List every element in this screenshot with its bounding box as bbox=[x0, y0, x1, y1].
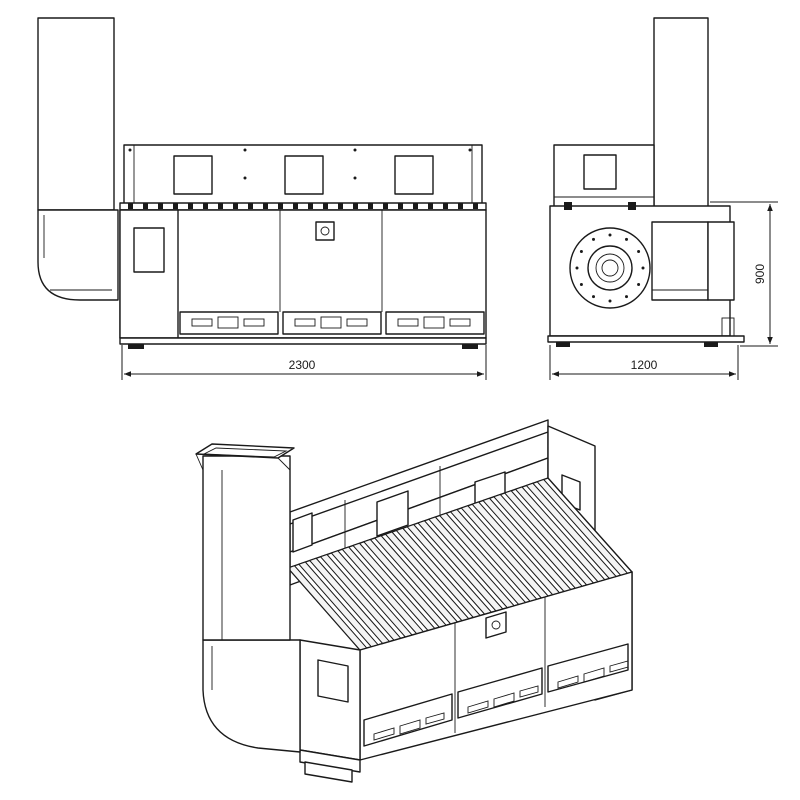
drawer-handle bbox=[397, 318, 419, 327]
front-window-2 bbox=[284, 155, 324, 195]
front-window-1 bbox=[173, 155, 213, 195]
fan-bolt bbox=[625, 295, 628, 299]
fan-bolt bbox=[608, 299, 612, 303]
drawer-handle bbox=[294, 318, 316, 327]
iso-drawer-handle bbox=[373, 727, 395, 741]
side-fan-housing bbox=[651, 221, 709, 301]
flange-stud bbox=[308, 203, 313, 209]
drawer-handle bbox=[346, 318, 368, 327]
flange-stud bbox=[458, 203, 463, 209]
dim-label-height: 900 bbox=[753, 264, 767, 284]
flange-stud bbox=[428, 203, 433, 209]
fan-bolt bbox=[579, 283, 583, 286]
flange-stud bbox=[338, 203, 343, 209]
flange-stud bbox=[383, 203, 388, 209]
bolt-dot bbox=[128, 148, 132, 152]
flange-stud bbox=[398, 203, 403, 209]
flange-stud bbox=[158, 203, 163, 209]
flange-stud bbox=[323, 203, 328, 209]
flange-stud bbox=[293, 203, 298, 209]
iso-drawer-handle bbox=[467, 700, 489, 714]
bolt-dot bbox=[353, 176, 357, 180]
iso-window-2 bbox=[376, 490, 409, 537]
fan-bolt bbox=[641, 266, 645, 270]
fan-bolt bbox=[575, 266, 579, 270]
iso-chimney bbox=[202, 455, 291, 641]
iso-elbow bbox=[202, 639, 301, 753]
drawer-label-plate bbox=[423, 316, 445, 329]
side-fan-inner bbox=[587, 245, 633, 291]
fan-bolt bbox=[592, 295, 595, 299]
iso-drawer-plate bbox=[583, 667, 605, 683]
bolt-dot bbox=[243, 148, 247, 152]
front-chimney bbox=[37, 17, 115, 211]
fan-bolt bbox=[625, 237, 628, 241]
iso-drawer-handle bbox=[519, 685, 539, 698]
iso-left-hatch bbox=[317, 659, 349, 703]
side-window bbox=[583, 154, 617, 190]
front-window-3 bbox=[394, 155, 434, 195]
iso-drawer-handle bbox=[557, 675, 579, 689]
front-drawer-3 bbox=[385, 311, 485, 335]
bolt-dot bbox=[468, 148, 472, 152]
flange-stud bbox=[173, 203, 178, 209]
flange-stud bbox=[263, 203, 268, 209]
flange-stud bbox=[248, 203, 253, 209]
front-view: 2300 bbox=[37, 17, 487, 380]
iso-drawer-plate bbox=[493, 692, 515, 708]
drawer-label-plate bbox=[320, 316, 342, 329]
iso-drawer-1 bbox=[363, 693, 453, 747]
iso-drawer-2 bbox=[457, 667, 543, 719]
flange-stud bbox=[473, 203, 478, 209]
front-elbow bbox=[37, 209, 119, 301]
fan-bolt bbox=[637, 283, 641, 286]
flange-stud bbox=[443, 203, 448, 209]
fan-bolt bbox=[579, 250, 583, 253]
bolt-dot bbox=[243, 176, 247, 180]
iso-window-1 bbox=[292, 512, 313, 553]
iso-drawer-3 bbox=[547, 643, 629, 693]
side-base bbox=[547, 335, 745, 343]
side-motor bbox=[707, 221, 735, 301]
side-chimney bbox=[653, 17, 709, 209]
iso-drawer-handle bbox=[609, 660, 629, 673]
front-gauge bbox=[315, 221, 335, 241]
drawer-label-plate bbox=[217, 316, 239, 329]
front-inspection-hatch bbox=[133, 227, 165, 273]
isometric-view bbox=[195, 419, 633, 783]
flange-stud bbox=[218, 203, 223, 209]
iso-left-panel bbox=[299, 639, 361, 761]
fan-bolt bbox=[608, 233, 612, 237]
drawer-handle bbox=[449, 318, 471, 327]
iso-drawer-handle bbox=[425, 712, 445, 725]
flange-stud bbox=[203, 203, 208, 209]
fan-bolt bbox=[637, 250, 641, 253]
iso-gauge bbox=[485, 611, 507, 639]
flange-stud bbox=[368, 203, 373, 209]
bolt-dot bbox=[353, 148, 357, 152]
flange-stud bbox=[413, 203, 418, 209]
flange-stud bbox=[278, 203, 283, 209]
iso-drawer-plate bbox=[399, 719, 421, 735]
drawer-handle bbox=[243, 318, 265, 327]
fan-bolt bbox=[592, 237, 595, 241]
dim-label-width: 2300 bbox=[289, 358, 316, 372]
flange-stud bbox=[353, 203, 358, 209]
dim-label-depth: 1200 bbox=[631, 358, 658, 372]
front-drawer-2 bbox=[282, 311, 382, 335]
drawer-handle bbox=[191, 318, 213, 327]
front-drawer-1 bbox=[179, 311, 279, 335]
flange-stud bbox=[128, 203, 133, 209]
flange-stud bbox=[188, 203, 193, 209]
flange-stud bbox=[143, 203, 148, 209]
side-view: 1200 900 bbox=[547, 17, 778, 380]
front-base bbox=[119, 337, 487, 345]
flange-stud bbox=[233, 203, 238, 209]
